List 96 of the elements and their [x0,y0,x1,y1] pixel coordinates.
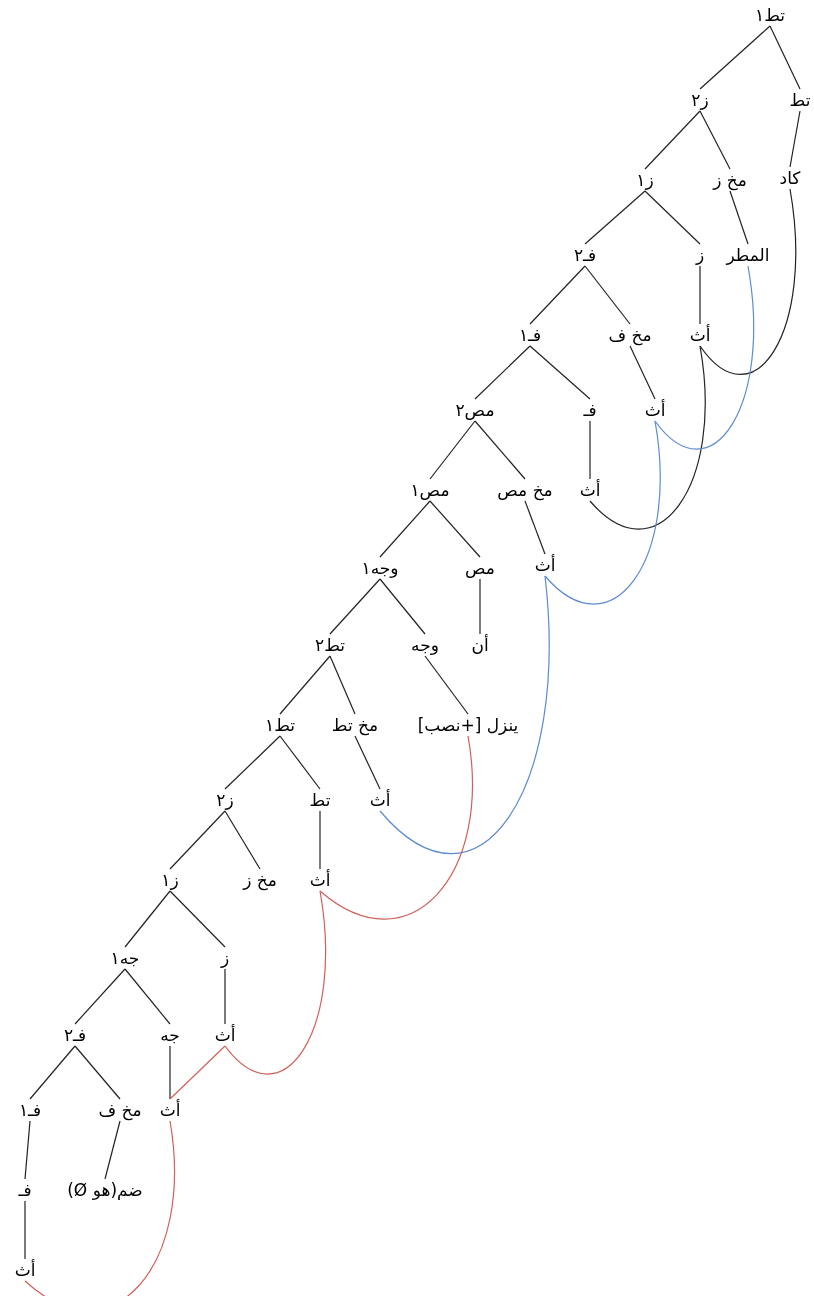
movement-arc [319,735,473,920]
tree-label: مص [463,557,497,579]
branch-line [699,265,701,325]
tree-label: أث [212,1024,238,1046]
tree-label: مص٢ [453,399,497,421]
branch-line [529,345,591,400]
movement-arc [224,890,327,1075]
branch-line [169,890,226,948]
tree-label: مخ تط [329,714,381,736]
tree-label: ضم(هو Ø) [65,1179,145,1201]
branch-line [29,1045,76,1100]
branch-line [224,810,261,870]
tree-label: فـ٢ [61,1024,89,1046]
tree-label: فـ١ [16,1099,44,1121]
tree-label: ز١ [159,869,181,891]
tree-label: تط [787,89,813,111]
tree-label: أث [532,554,558,576]
branch-line [224,735,281,790]
tree-label: ز [218,947,232,969]
branch-line [629,345,656,400]
branch-line [474,420,526,480]
movement-arc [379,575,550,855]
branch-line [124,968,171,1025]
branch-line [699,25,771,90]
tree-label: فـ١ [516,324,544,346]
branch-line [584,190,646,245]
branch-line [124,890,171,948]
tree-label: فـ٢ [571,244,599,266]
tree-label: مص١ [408,479,452,501]
tree-label: ز [693,244,707,266]
branch-line [429,420,476,480]
branch-line [74,968,126,1025]
branch-line [769,25,801,90]
movement-arc [544,420,661,605]
branch-line [169,810,226,870]
tree-label: تط٢ [313,634,347,656]
branch-line [104,1120,121,1180]
movement-arc [654,265,755,450]
tree-label: ينزل [+نصب] [415,714,521,736]
branch-line [379,500,431,558]
movement-arc [589,345,706,530]
branch-line [524,500,546,555]
branch-line [474,345,531,400]
tree-label: جه [158,1024,182,1046]
branch-line [279,735,321,790]
tree-label: أث [687,324,713,346]
tree-label: أث [577,479,603,501]
movement-arc [699,188,797,376]
branch-line [584,265,631,325]
tree-label: وجه١ [359,557,401,579]
branch-line [329,655,356,715]
branch-line [329,578,381,635]
tree-label: مخ ز [711,169,749,191]
tree-label: كاد [777,167,803,189]
branch-line [169,1045,226,1100]
branch-line [729,190,749,245]
branch-line [319,810,321,870]
tree-label: مخ ف [606,324,654,346]
tree-label: وجه [409,634,441,656]
tree-label: ز٢ [214,789,236,811]
tree-label: أث [12,1259,38,1281]
branch-line [279,655,331,715]
tree-label: أث [157,1099,183,1121]
tree-label: تط [307,789,333,811]
branch-line [424,655,469,715]
branch-line [644,110,701,170]
tree-label: مخ ز [241,869,279,891]
tree-label: المطر [724,244,772,266]
tree-label: أث [642,399,668,421]
tree-label: فـ [16,1179,34,1201]
tree-label: أث [367,789,393,811]
branch-line [74,1045,121,1100]
branch-line [379,578,426,635]
tree-label: أث [307,869,333,891]
branch-line [589,420,591,480]
branch-line [224,968,226,1025]
branch-line [429,500,481,558]
branch-line [644,190,701,245]
tree-label: جه١ [108,947,142,969]
branch-line [24,1200,26,1260]
tree-label: تط١ [263,714,297,736]
movement-arc [24,1120,175,1296]
tree-label: تط١ [753,4,787,26]
tree-label: مخ مص [495,479,555,501]
branch-line [529,265,586,325]
branch-line [24,1120,31,1180]
branch-line [169,1045,171,1100]
tree-label: فـ [581,399,599,421]
branch-line [699,110,731,170]
tree-label: مخ ف [96,1099,144,1121]
tree-label: أن [469,634,491,656]
branch-line [479,578,481,635]
branch-line [789,110,801,168]
tree-label: ز١ [634,169,656,191]
tree-label: ز٢ [689,89,711,111]
branch-line [354,735,381,790]
